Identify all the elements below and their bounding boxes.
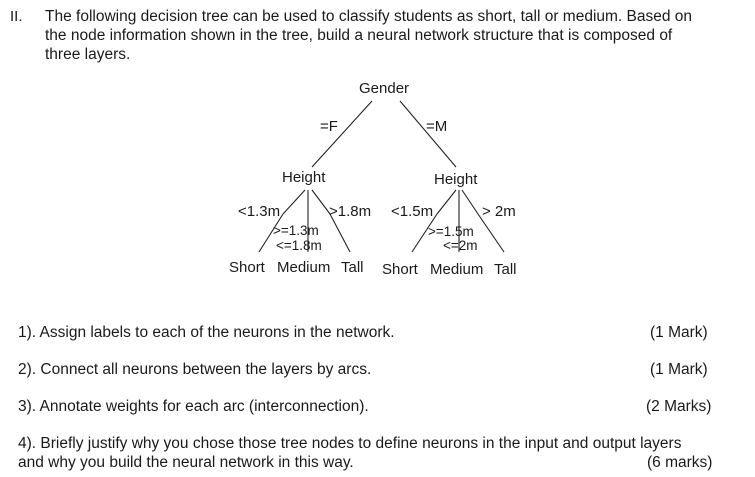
left-mid-label-2: <=1.8m <box>276 238 322 253</box>
edge-right-tall <box>461 189 479 215</box>
left-gt-label: >1.8m <box>329 203 372 220</box>
question-1-text: 1). Assign labels to each of the neurons… <box>18 324 395 341</box>
left-height-node: Height <box>282 169 326 186</box>
right-height-node: Height <box>434 171 478 188</box>
question-4-marks: (6 marks) <box>647 454 713 471</box>
question-4-text-line-1: 4). Briefly justify why you chose those … <box>18 435 682 452</box>
question-number: II. <box>10 8 23 25</box>
intro-line-2: the node information shown in the tree, … <box>45 27 673 44</box>
edge-gender-female <box>311 100 373 168</box>
left-lt-label: <1.3m <box>238 203 281 220</box>
leaf-right-tall: Tall <box>494 261 517 278</box>
edge-label-female: =F <box>320 118 338 135</box>
question-3-text: 3). Annotate weights for each arc (inter… <box>18 398 369 415</box>
edge-gender-male <box>399 100 457 168</box>
leaf-left-medium: Medium <box>277 259 331 276</box>
edge-left-short-cont <box>258 213 284 253</box>
question-1-marks: (1 Mark) <box>650 324 708 341</box>
decision-tree-diagram <box>258 100 505 253</box>
root-node-gender: Gender <box>359 80 410 97</box>
edge-label-male: =M <box>426 118 448 135</box>
leaf-right-medium: Medium <box>430 261 484 278</box>
right-mid-label-2: <=2m <box>443 238 478 253</box>
question-3-marks: (2 Marks) <box>646 398 712 415</box>
edge-right-short-cont <box>411 213 438 253</box>
edge-left-tall-cont <box>329 213 351 253</box>
left-mid-label-1: >=1.3m <box>273 223 319 238</box>
right-lt-label: <1.5m <box>391 203 434 220</box>
edge-right-short <box>436 189 457 215</box>
right-mid-label-1: >=1.5m <box>428 224 474 239</box>
question-2-marks: (1 Mark) <box>650 361 708 378</box>
edge-left-tall <box>311 189 331 215</box>
intro-line-3: three layers. <box>45 46 131 63</box>
question-4-text-line-2: and why you build the neural network in … <box>18 454 354 471</box>
question-2-text: 2). Connect all neurons between the laye… <box>18 361 372 378</box>
edge-left-short <box>282 189 306 215</box>
edge-right-tall-cont <box>477 213 505 253</box>
leaf-left-short: Short <box>229 259 265 276</box>
intro-line-1: The following decision tree can be used … <box>45 8 693 25</box>
leaf-right-short: Short <box>382 261 418 278</box>
right-gt-label: > 2m <box>482 203 516 220</box>
leaf-left-tall: Tall <box>341 259 364 276</box>
